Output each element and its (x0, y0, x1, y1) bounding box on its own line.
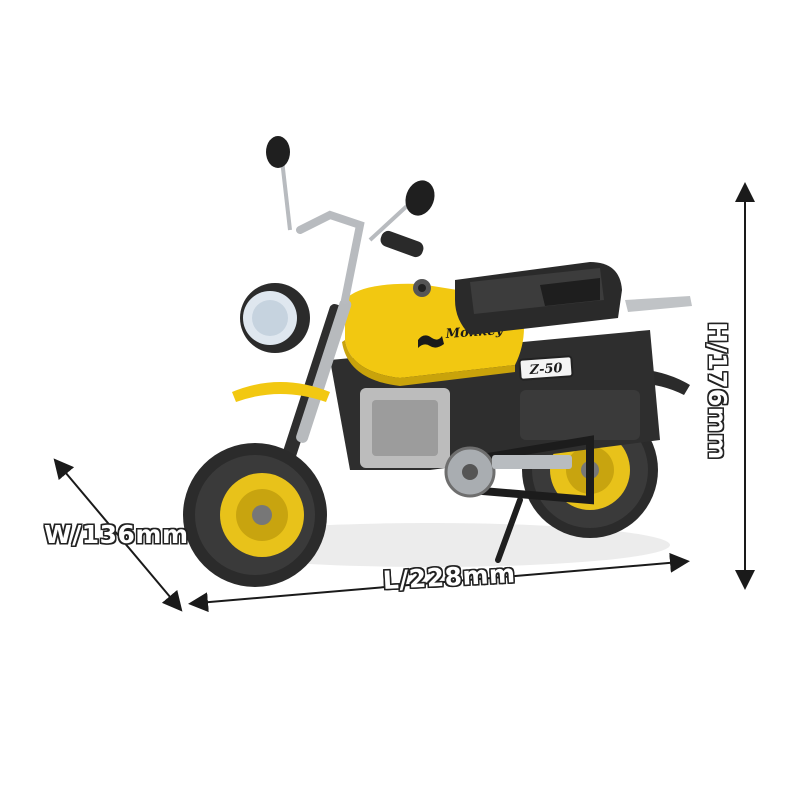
width-label: W/136mm (44, 520, 189, 549)
width-arrow (53, 458, 183, 612)
front-fender (232, 382, 330, 402)
front-fork (270, 299, 352, 496)
model-badge: Z-50 (518, 355, 574, 381)
model-label: Z-50 (528, 361, 563, 378)
height-label: H/176mm (703, 322, 732, 460)
length-arrow (188, 552, 690, 613)
drive-chain (444, 435, 594, 505)
rear-rack (625, 296, 692, 312)
seat (455, 262, 622, 335)
front-wheel (183, 443, 327, 587)
headlight (240, 283, 310, 353)
kickstand (495, 497, 523, 563)
handlebars (266, 136, 435, 304)
